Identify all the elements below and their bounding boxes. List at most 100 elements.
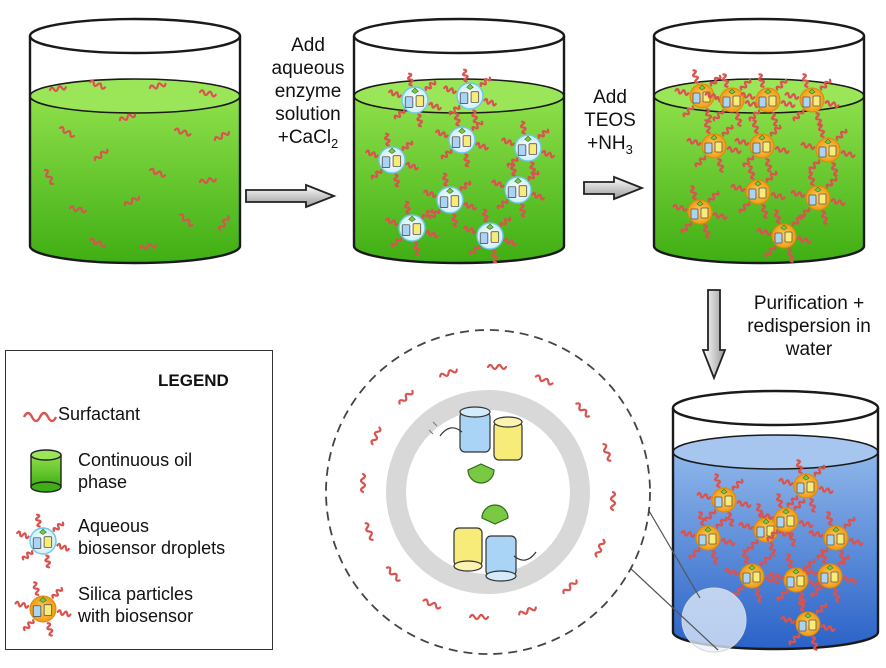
biosensor-bottom (453, 504, 537, 582)
biosensor-icon (786, 568, 805, 588)
biosensor-icon (796, 474, 815, 494)
silica-particle (784, 73, 840, 127)
particle-surfactant (830, 162, 839, 177)
legend-silica: Silica particles with biosensor (78, 583, 193, 627)
droplet-surfactant (461, 68, 469, 83)
particle-surfactant (824, 100, 840, 109)
droplet-surfactant (537, 128, 550, 139)
particle-surfactant (758, 511, 774, 520)
particle-surfactant (757, 73, 766, 88)
silica-particle (780, 597, 836, 651)
zoom-surfactant (359, 472, 367, 494)
beaker-droplets-wall (352, 36, 566, 265)
zoom-surfactant (468, 613, 490, 621)
zoom-surfactant (594, 538, 606, 558)
biosensor-icon (32, 528, 53, 550)
droplet-surfactant (365, 149, 379, 159)
particle-surfactant (797, 597, 806, 612)
droplet-surfactant (428, 209, 441, 220)
particle-surfactant (832, 588, 841, 603)
particle-surfactant (734, 137, 750, 146)
particle-surfactant (818, 486, 834, 495)
silica-particle (704, 73, 760, 127)
biosensor-icon (802, 88, 821, 108)
particle-surfactant (810, 636, 819, 651)
step3-line2: redispersion in (747, 316, 871, 337)
zoom-surfactant (370, 426, 382, 446)
droplet-surfactant (541, 149, 555, 159)
particle-surfactant (842, 576, 858, 585)
surfactant (93, 148, 109, 162)
biosensor-icon (826, 526, 845, 546)
particle-surfactant (769, 124, 782, 137)
arrow-step2 (583, 175, 645, 201)
silica-particle (756, 209, 812, 263)
droplet-surfactant (503, 237, 517, 247)
surfactant (178, 213, 194, 227)
droplet-surfactant (416, 113, 424, 128)
droplet-surfactant (479, 76, 492, 87)
zoom-surfactant (439, 368, 458, 378)
surfactant (148, 167, 167, 178)
silica-particle (802, 549, 858, 603)
droplet-surfactant (491, 179, 505, 189)
biosensor-icon (698, 526, 717, 546)
step1-salt-sub: 2 (331, 135, 339, 151)
beaker-oil-surface (29, 78, 241, 114)
particle-surfactant (734, 112, 743, 127)
droplet-surfactant (428, 101, 442, 111)
biosensor-icon (704, 134, 723, 154)
particle-surfactant (848, 538, 864, 547)
surfactant (198, 89, 217, 98)
particle-surfactant (798, 207, 811, 220)
particle-surfactant (742, 155, 755, 168)
zoom-surfactant (422, 598, 442, 610)
particle-surfactant (710, 550, 719, 565)
droplet-surfactant (529, 161, 537, 176)
particle-surfactant (807, 171, 816, 186)
particle-surfactant (825, 176, 838, 189)
aqueous-droplet (385, 200, 439, 256)
particle-surfactant (754, 588, 763, 603)
droplet-surfactant (383, 132, 391, 147)
biosensor-icon (507, 177, 528, 199)
droplet-surfactant (451, 213, 459, 228)
biosensor-icon (517, 135, 538, 157)
biosensor-icon (722, 88, 741, 108)
particle-surfactant (775, 493, 784, 508)
droplet-surfactant (56, 542, 70, 552)
legend-droplets: Aqueous biosensor droplets (78, 515, 225, 559)
biosensor-icon (381, 147, 402, 169)
particle-surfactant (724, 567, 740, 576)
silica-particle (740, 73, 796, 127)
particle-surfactant (790, 189, 806, 198)
silica-particle (686, 119, 742, 173)
droplet-surfactant (496, 199, 509, 210)
biosensor-icon (401, 215, 422, 237)
beaker-silica-wall (652, 36, 866, 265)
droplet-surfactant (44, 554, 52, 569)
particle-surfactant (713, 473, 722, 488)
biosensor-icon (758, 88, 777, 108)
particle-surfactant (837, 554, 850, 567)
particle-surfactant (764, 576, 780, 585)
particle-surfactant (707, 190, 720, 203)
silica-particle (800, 123, 856, 177)
silica-particle (696, 473, 752, 527)
biosensor-icon (776, 508, 795, 528)
legend-surfactant-text: Surfactant (58, 404, 141, 424)
particle-surfactant (788, 633, 801, 646)
biosensor-icon (459, 83, 480, 105)
aqueous-droplet (365, 132, 419, 188)
particle-surfactant (721, 124, 734, 137)
droplet-surfactant (21, 550, 34, 561)
droplet-surfactant (448, 105, 461, 116)
aqueous-droplet (435, 112, 489, 168)
particle-surfactant (696, 491, 712, 500)
particle-surfactant (840, 150, 856, 159)
particle-surfactant (691, 69, 700, 84)
particle-surfactant (694, 155, 707, 168)
surfactant (173, 127, 192, 137)
particle-surfactant (793, 498, 806, 511)
